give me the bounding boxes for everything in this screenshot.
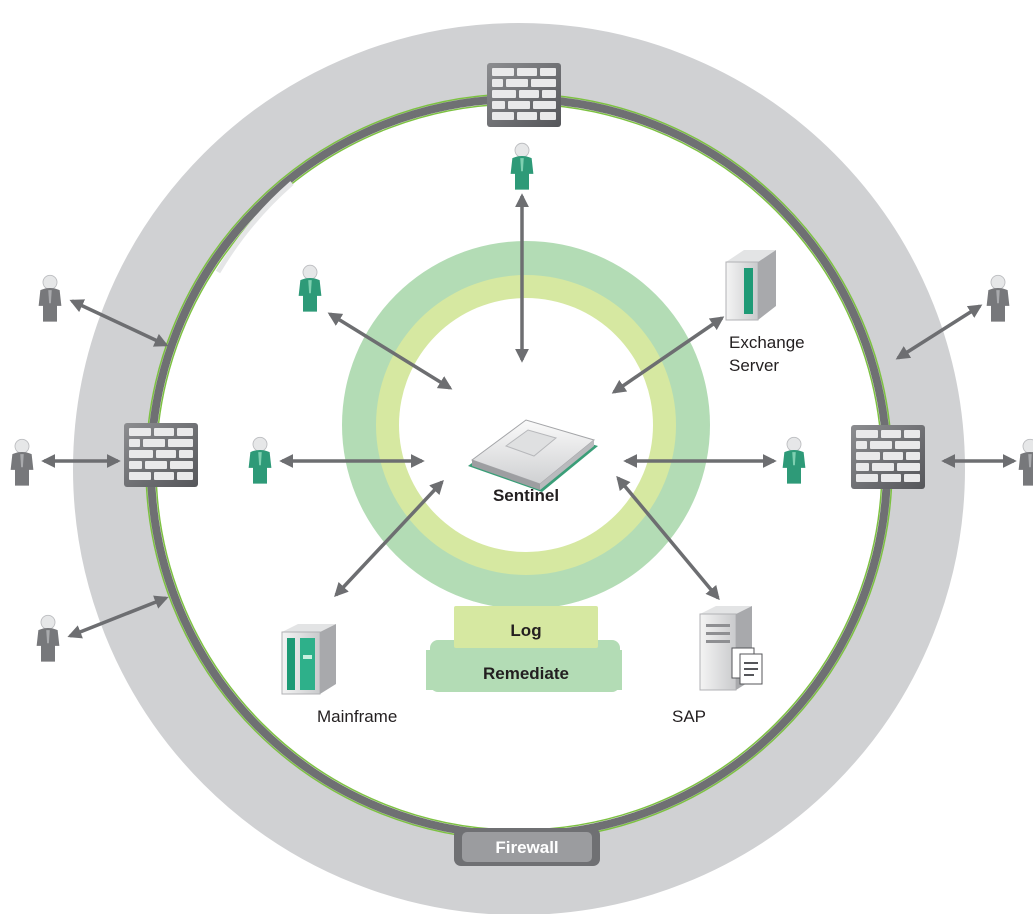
mainframe-label: Mainframe: [317, 707, 397, 726]
arrow-sap: [616, 475, 720, 601]
firewall-wall-top-icon: [487, 63, 561, 127]
outer-network-ring: [73, 23, 965, 915]
exchange-server-icon: [725, 250, 776, 321]
remediate-label: Remediate: [483, 664, 569, 683]
external-user-right-icon: [1018, 438, 1033, 487]
external-user-left-top-icon: [38, 274, 62, 323]
sap-label: SAP: [672, 707, 706, 726]
sap-server-icon: [699, 606, 763, 691]
arrow-ext-left-bottom: [67, 595, 169, 639]
external-user-left-bottom-icon: [36, 614, 60, 663]
external-user-right-top-icon: [986, 274, 1010, 323]
mainframe-icon: [281, 624, 336, 695]
arrow-ext-left-top: [69, 299, 169, 347]
connection-arrows: [41, 193, 1017, 639]
arrow-mainframe: [334, 479, 444, 598]
ring-highlight: [215, 181, 294, 274]
log-label: Log: [510, 621, 541, 640]
remediate-label-box: [430, 640, 620, 692]
internal-user-upper-left-icon: [298, 264, 322, 313]
firewall-label-inner: [462, 832, 592, 862]
arrow-ext-right-top: [895, 304, 983, 360]
exchange-label-line1: Exchange: [729, 333, 805, 352]
exchange-label-line2: Server: [729, 356, 779, 375]
sentinel-appliance-icon: [468, 419, 598, 492]
arrow-left-top-user: [327, 312, 453, 390]
internal-user-left-icon: [248, 436, 272, 485]
sentinel-label: Sentinel: [493, 486, 559, 505]
external-user-left-icon: [10, 438, 34, 487]
firewall-label: Firewall: [495, 838, 558, 857]
firewall-wall-left-icon: [124, 423, 198, 487]
log-label-box: [454, 606, 598, 648]
firewall-wall-right-icon: [851, 425, 925, 489]
internal-user-top-icon: [510, 142, 534, 191]
arrow-exchange: [611, 316, 725, 394]
internal-user-right-icon: [782, 436, 806, 485]
